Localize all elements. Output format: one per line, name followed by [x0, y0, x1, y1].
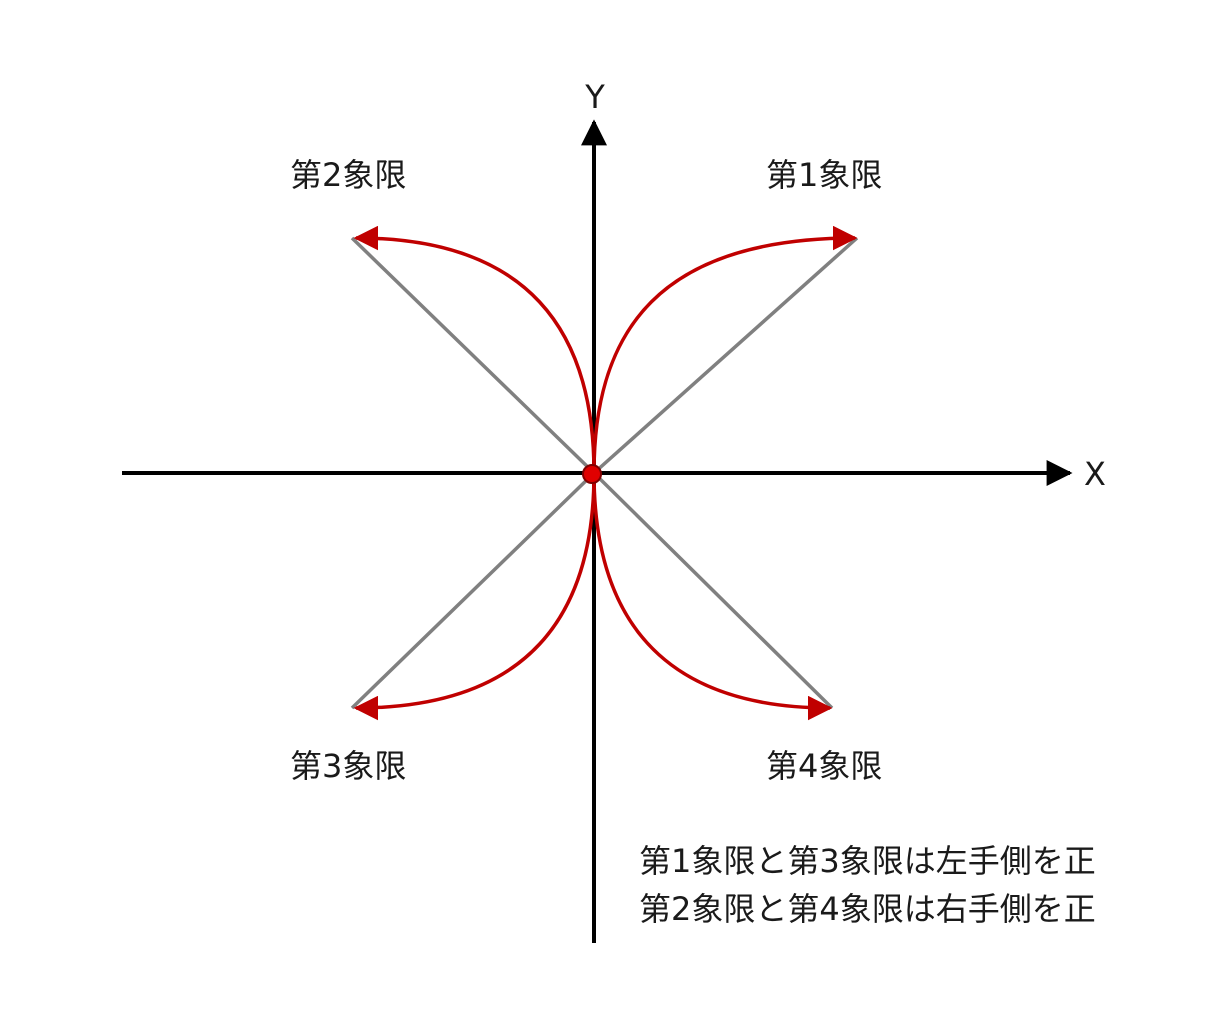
note-line-1: 第1象限と第3象限は左手側を正	[639, 842, 1096, 880]
arc-arrow-q2	[353, 225, 596, 474]
quadrant-4-label: 第4象限	[766, 747, 882, 785]
origin-point	[582, 464, 602, 484]
arc-arrow-q1	[592, 225, 858, 474]
diagonal-q1	[592, 236, 859, 475]
quadrant-3-label: 第3象限	[290, 747, 406, 785]
note-line-2: 第2象限と第4象限は右手側を正	[639, 890, 1096, 928]
arc-arrow-q3	[353, 472, 596, 721]
quadrant-2-label: 第2象限	[290, 156, 406, 194]
diagonal-q3	[350, 471, 596, 710]
arc-arrow-q4	[592, 472, 833, 721]
quadrant-1-label: 第1象限	[766, 156, 882, 194]
diagonal-q2	[350, 236, 596, 475]
y-axis-label: Y	[584, 78, 605, 116]
diagonal-q4	[592, 471, 834, 710]
x-axis-label: X	[1084, 455, 1106, 493]
